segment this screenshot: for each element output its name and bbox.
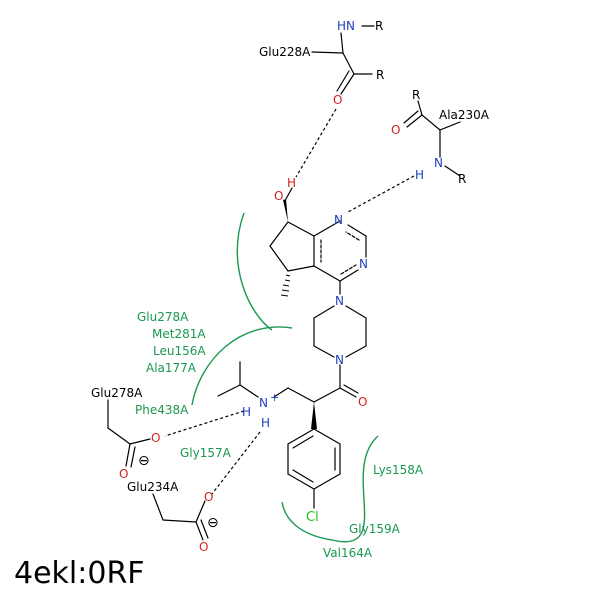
atom-r1: R: [375, 19, 383, 33]
charge-minus-glu278: ⊖: [138, 453, 150, 469]
atom-n-piperazine-bottom: N: [335, 353, 344, 367]
atom-r2: R: [376, 68, 384, 82]
ligand-bonds: [217, 187, 367, 509]
hbond-ala230: [347, 175, 415, 213]
residue-gly157: Gly157A: [180, 446, 232, 460]
atom-o-glu234-2: O: [199, 540, 208, 554]
residue-glu234: Glu234A: [127, 480, 179, 494]
atom-r4: R: [458, 172, 466, 186]
hydrophobic-arc-left: [191, 326, 293, 406]
atom-h-hydroxyl: H: [287, 176, 296, 190]
hbond-glu228: [295, 108, 337, 178]
residue-glu228: Glu228A: [259, 45, 311, 59]
residue-phe438: Phe438A: [135, 403, 189, 417]
glu278-carboxylate: [107, 399, 151, 468]
residue-ala230: Ala230A: [439, 108, 490, 122]
residue-ala177: Ala177A: [146, 361, 197, 375]
atom-o-glu228: O: [333, 93, 342, 107]
atom-h-amine-1: H: [242, 405, 251, 419]
atom-n-amine: N: [259, 396, 268, 410]
glu228-fragment: [311, 25, 375, 95]
residue-leu156: Leu156A: [153, 344, 206, 358]
atom-chlorine: Cl: [306, 510, 319, 525]
glu234-carboxylate: [152, 493, 209, 541]
diagram-title: 4ekl:0RF: [14, 556, 145, 591]
atom-o-glu234-1: O: [204, 490, 213, 504]
residue-glu278-bottom: Glu278A: [91, 386, 143, 400]
atom-n-ala230: N: [434, 156, 443, 170]
atom-o-glu278-2: O: [119, 467, 128, 481]
atom-n1-pyrimidine: N: [334, 213, 343, 227]
hydrophobic-arc-right: [281, 435, 379, 543]
atom-r3: R: [412, 88, 420, 102]
atom-hn: HN: [337, 19, 355, 33]
atom-o-hydroxyl: O: [274, 189, 283, 203]
hydrophobic-arc-top: [236, 212, 273, 331]
atom-o-glu278-1: O: [151, 431, 160, 445]
residue-lys158: Lys158A: [373, 463, 424, 477]
atom-h-ala230: H: [415, 168, 424, 182]
ala230-fragment: [403, 100, 461, 177]
atom-o-ala230: O: [391, 123, 400, 137]
residue-glu278-top: Glu278A: [137, 310, 189, 324]
atom-h-amine-2: H: [261, 416, 270, 430]
atom-n3-pyrimidine: N: [359, 257, 368, 271]
residue-gly159: Gly159A: [349, 522, 401, 536]
residue-met281: Met281A: [152, 327, 206, 341]
atom-n-piperazine-top: N: [335, 294, 344, 308]
atom-plus-charge: +: [270, 391, 279, 404]
hbond-glu278: [164, 410, 245, 437]
atom-o-amide: O: [358, 395, 367, 409]
charge-minus-glu234: ⊖: [207, 515, 219, 531]
hbond-glu234: [211, 431, 261, 495]
residue-val164: Val164A: [323, 546, 373, 560]
